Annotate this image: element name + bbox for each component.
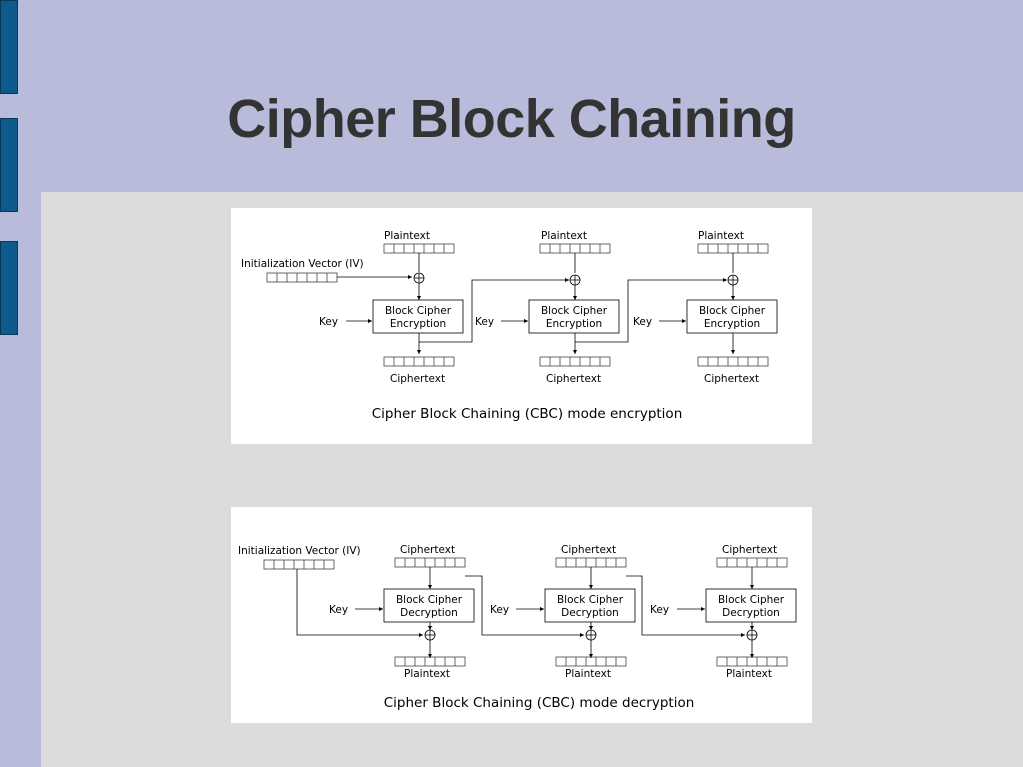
encryption-diagram-svg: Initialization Vector (IV) Plaintext Blo… <box>241 230 778 422</box>
enc-key-label-1: Key <box>319 316 338 328</box>
dec-block-line2-3: Decryption <box>722 607 780 619</box>
dec-block-line1-1: Block Cipher <box>396 594 463 606</box>
dec-ciphertext-label-3: Ciphertext <box>722 544 777 556</box>
sidebar-bar-middle <box>0 118 18 212</box>
enc-plaintext-label-2: Plaintext <box>541 230 587 242</box>
enc-block-line2-2: Encryption <box>546 318 602 330</box>
enc-block-line1-1: Block Cipher <box>385 305 452 317</box>
enc-ciphertext-register-1 <box>383 356 455 367</box>
enc-xor-3 <box>727 274 739 286</box>
enc-caption: Cipher Block Chaining (CBC) mode encrypt… <box>372 406 683 422</box>
dec-xor-2 <box>585 629 597 641</box>
enc-plaintext-register-2 <box>539 243 611 254</box>
dec-key-label-2: Key <box>490 604 509 616</box>
enc-block-line2-3: Encryption <box>704 318 760 330</box>
enc-ciphertext-register-2 <box>539 356 611 367</box>
dec-iv-register <box>263 559 335 570</box>
enc-key-label-3: Key <box>633 316 652 328</box>
decryption-diagram: Initialization Vector (IV) Ciphertext Bl… <box>231 507 812 723</box>
dec-plaintext-register-1 <box>394 656 466 667</box>
dec-ciphertext-register-3 <box>716 557 788 568</box>
enc-block-cipher-2 <box>528 299 620 334</box>
enc-plaintext-label-3: Plaintext <box>698 230 744 242</box>
enc-block-line1-2: Block Cipher <box>541 305 608 317</box>
enc-ciphertext-label-3: Ciphertext <box>704 373 759 385</box>
dec-block-line1-3: Block Cipher <box>718 594 785 606</box>
dec-block-cipher-2 <box>544 588 636 623</box>
dec-plaintext-label-1: Plaintext <box>404 668 450 680</box>
decryption-diagram-svg: Initialization Vector (IV) Ciphertext Bl… <box>238 544 797 711</box>
enc-ciphertext-label-2: Ciphertext <box>546 373 601 385</box>
dec-plaintext-label-2: Plaintext <box>565 668 611 680</box>
dec-ciphertext-register-2 <box>555 557 627 568</box>
dec-plaintext-label-3: Plaintext <box>726 668 772 680</box>
dec-block-cipher-3 <box>705 588 797 623</box>
dec-plaintext-register-2 <box>555 656 627 667</box>
dec-block-cipher-1 <box>383 588 475 623</box>
dec-key-label-3: Key <box>650 604 669 616</box>
encryption-diagram: Initialization Vector (IV) Plaintext Blo… <box>231 208 812 444</box>
dec-plaintext-register-3 <box>716 656 788 667</box>
dec-block-line2-2: Decryption <box>561 607 619 619</box>
dec-ciphertext-register-1 <box>394 557 466 568</box>
dec-xor-1 <box>424 629 436 641</box>
enc-ciphertext-label-1: Ciphertext <box>390 373 445 385</box>
enc-ciphertext-register-3 <box>697 356 769 367</box>
enc-xor-1 <box>413 272 425 284</box>
enc-xor-2 <box>569 274 581 286</box>
enc-iv-label: Initialization Vector (IV) <box>241 258 364 270</box>
dec-ciphertext-label-2: Ciphertext <box>561 544 616 556</box>
enc-key-label-2: Key <box>475 316 494 328</box>
enc-plaintext-label-1: Plaintext <box>384 230 430 242</box>
dec-iv-label: Initialization Vector (IV) <box>238 545 361 557</box>
slide-title: Cipher Block Chaining <box>227 89 796 149</box>
enc-block-line1-3: Block Cipher <box>699 305 766 317</box>
enc-block-cipher-3 <box>686 299 778 334</box>
dec-block-line2-1: Decryption <box>400 607 458 619</box>
enc-plaintext-register-3 <box>697 243 769 254</box>
enc-iv-register <box>266 272 338 283</box>
dec-ciphertext-label-1: Ciphertext <box>400 544 455 556</box>
sidebar-bar-bottom <box>0 241 18 335</box>
enc-block-line2-1: Encryption <box>390 318 446 330</box>
enc-block-cipher-1 <box>372 299 464 334</box>
dec-block-line1-2: Block Cipher <box>557 594 624 606</box>
dec-caption: Cipher Block Chaining (CBC) mode decrypt… <box>384 695 695 711</box>
dec-key-label-1: Key <box>329 604 348 616</box>
dec-xor-3 <box>746 629 758 641</box>
sidebar-bar-top <box>0 0 18 94</box>
enc-plaintext-register-1 <box>383 243 455 254</box>
